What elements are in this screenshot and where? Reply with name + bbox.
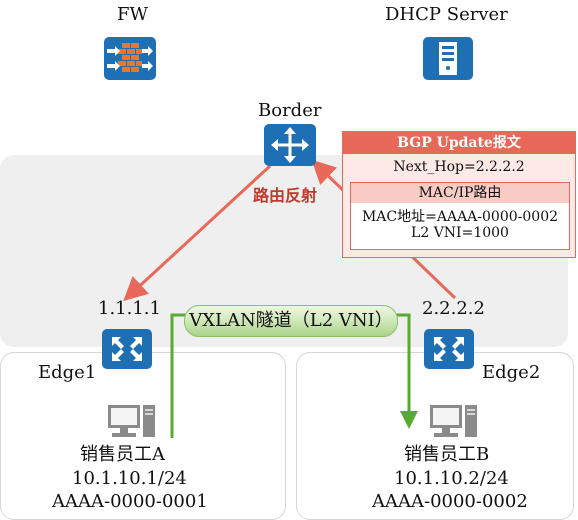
edge1-switch-icon — [102, 329, 152, 369]
bgp-update-box: BGP Update报文 Next_Hop=2.2.2.2 MAC/IP路由 M… — [342, 131, 576, 258]
edge2-label: Edge2 — [482, 362, 541, 383]
fw-label: FW — [117, 4, 148, 25]
route-reflect-label: 路由反射 — [253, 186, 318, 205]
edge1-label: Edge1 — [38, 362, 97, 383]
host-b-mac: AAAA-0000-0002 — [372, 491, 528, 512]
l2-vni-text: L2 VNI=1000 — [411, 225, 509, 241]
host-b-name: 销售员工B — [404, 444, 490, 465]
next-hop-text: Next_Hop=2.2.2.2 — [393, 159, 525, 175]
dhcp-label: DHCP Server — [385, 4, 508, 25]
pc-a-icon — [106, 402, 158, 446]
host-a-mac: AAAA-0000-0001 — [52, 491, 208, 512]
edge2-switch-icon — [424, 329, 474, 369]
router-icon — [264, 124, 316, 166]
edge2-ip-label: 2.2.2.2 — [422, 298, 485, 319]
mac-ip-route-box: MAC/IP路由 MAC地址=AAAA-0000-0002 L2 VNI=100… — [350, 182, 570, 250]
edge1-ip-label: 1.1.1.1 — [98, 298, 161, 319]
firewall-icon — [104, 37, 156, 80]
host-a-name: 销售员工A — [80, 444, 165, 465]
server-icon — [423, 37, 473, 80]
reflect-arrow — [123, 164, 272, 302]
vxlan-tunnel: VXLAN隧道（L2 VNI） — [184, 305, 398, 337]
mac-ip-route-title: MAC/IP路由 — [351, 183, 569, 203]
bgp-update-title: BGP Update报文 — [343, 132, 575, 154]
border-label: Border — [258, 100, 322, 121]
pc-b-icon — [428, 402, 480, 446]
host-a-ip: 10.1.10.1/24 — [72, 468, 187, 489]
host-b-ip: 10.1.10.2/24 — [394, 468, 509, 489]
vxlan-tunnel-label: VXLAN隧道（L2 VNI） — [189, 310, 393, 331]
mac-address-text: MAC地址=AAAA-0000-0002 — [361, 209, 559, 225]
